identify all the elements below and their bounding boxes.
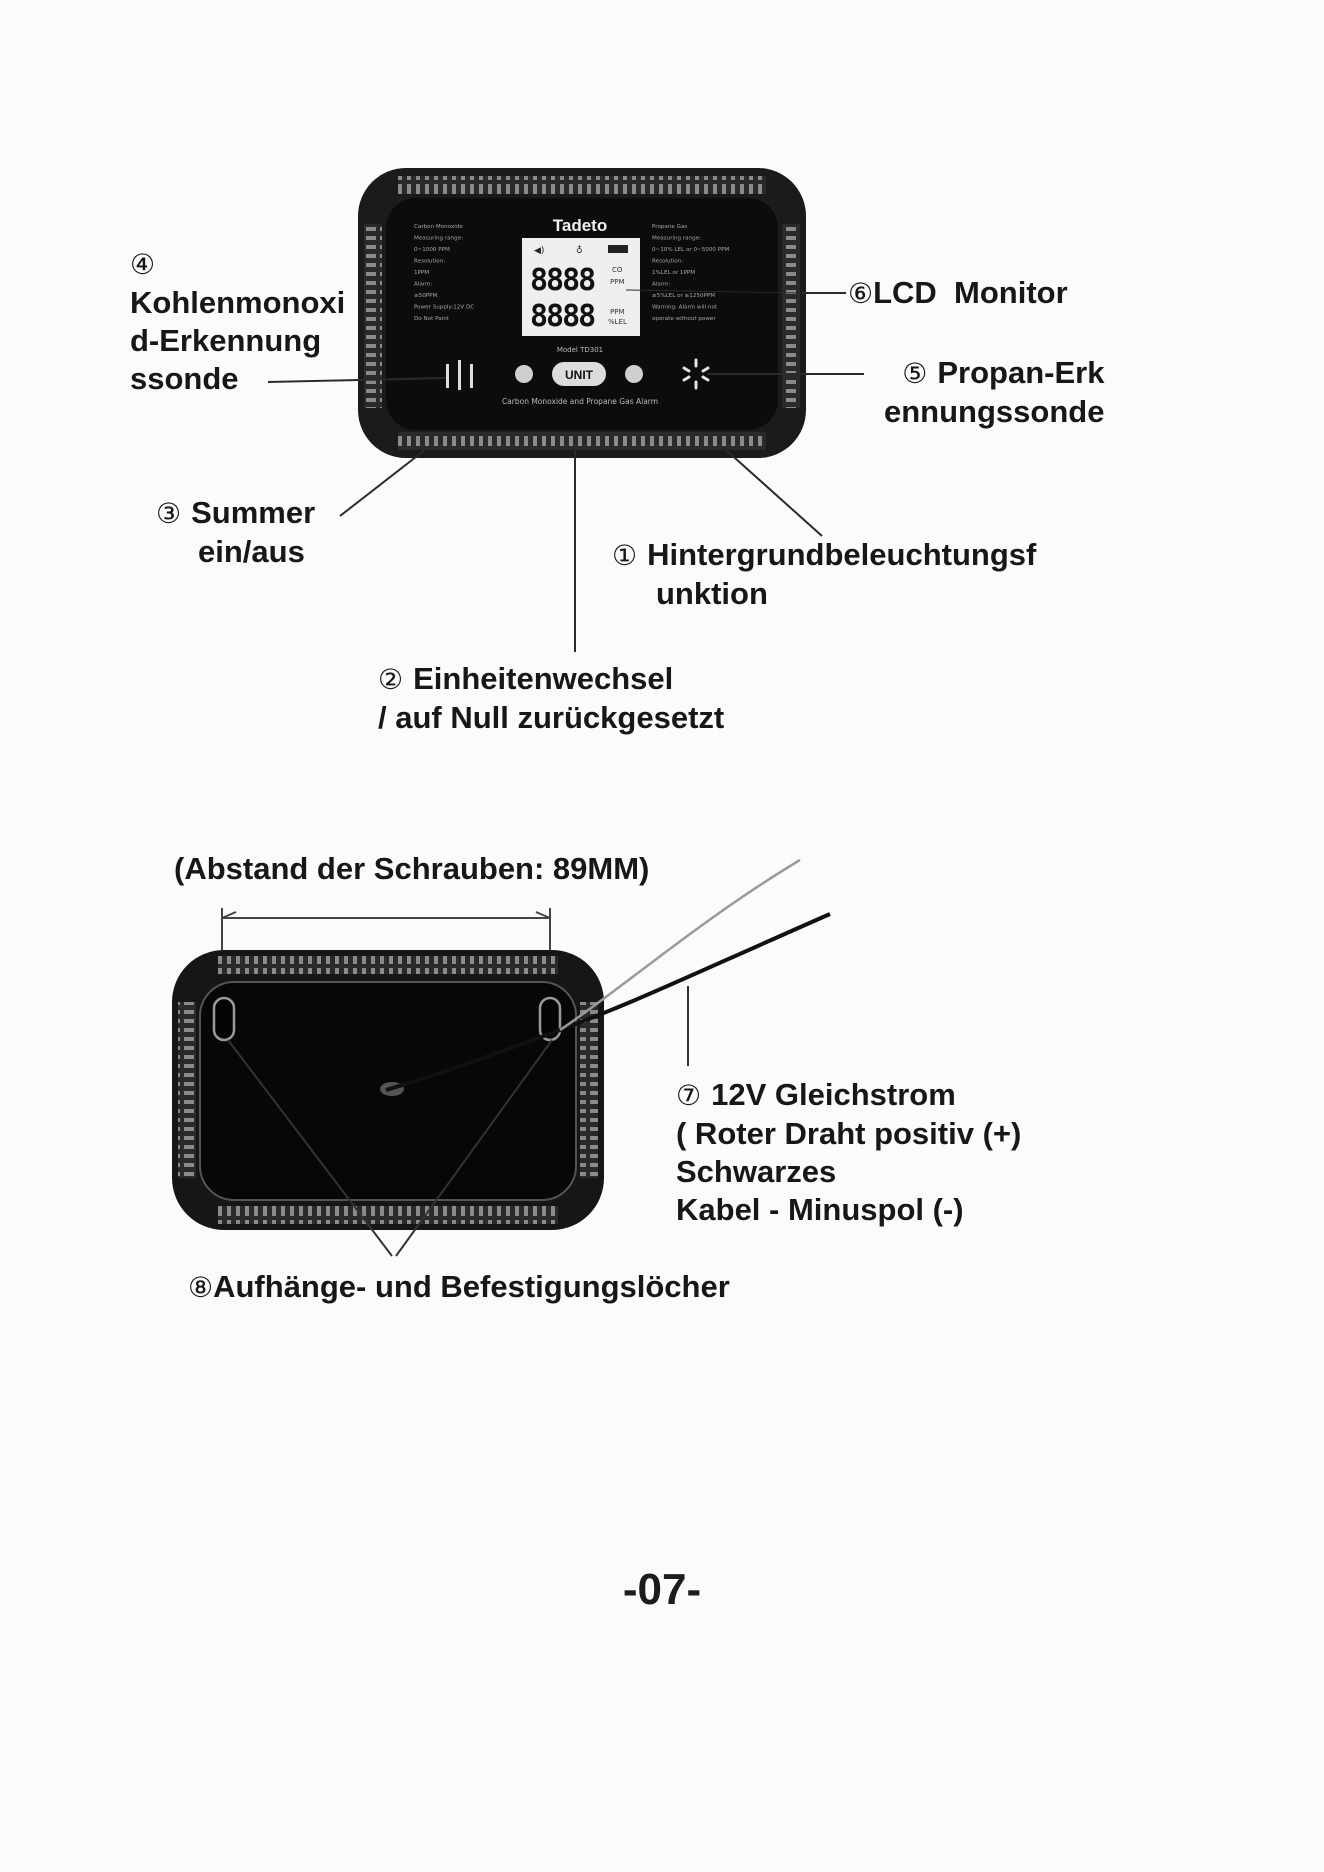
unit-button[interactable] <box>552 362 606 386</box>
unit-button-label: UNIT <box>565 368 594 382</box>
lcd-lel-label: %LEL <box>608 318 627 326</box>
spec-line: Resolution: <box>652 259 683 265</box>
co-probe <box>446 360 473 390</box>
callout-unit-switch: ② Einheitenwechsel / auf Null zurückgeset… <box>378 660 724 737</box>
callout-line: Einheitenwechsel <box>413 661 674 696</box>
front-device: Tadeto ◀) ♁ 8888 8888 CO PPM PPM %LEL Ca… <box>358 168 806 458</box>
callout-line: ennungssonde <box>884 394 1105 429</box>
callout-line: Kabel - Minuspol (-) <box>676 1192 964 1227</box>
back-vent-top <box>218 956 558 974</box>
backlight-button[interactable] <box>625 365 643 383</box>
callout-text: Aufhänge- und Befestigungslöcher <box>213 1269 730 1304</box>
callout-number: ② <box>378 663 404 696</box>
propane-probe <box>682 358 710 390</box>
lcd-ppm-label-top: PPM <box>610 278 624 286</box>
spec-line: Do Not Paint <box>414 316 450 322</box>
spec-line: 1%LEL or 1PPM <box>652 270 695 276</box>
model-label: Model TD301 <box>557 346 603 354</box>
callout-line: Propan-Erk <box>937 355 1105 390</box>
callout-buzzer: ③ Summer ein/aus <box>156 494 315 571</box>
spec-line: Alarm: <box>652 282 670 288</box>
lcd-battery-icon <box>608 245 628 253</box>
lcd-speaker-icon: ◀) <box>534 246 544 256</box>
callout-line: ssonde <box>130 361 239 396</box>
black-wire <box>385 912 831 1092</box>
lcd-bulb-icon: ♁ <box>576 245 583 256</box>
spec-line: Carbon Monoxide <box>414 224 463 230</box>
spec-line: Measuring range: <box>652 236 701 242</box>
back-device <box>172 858 831 1230</box>
callout-line: Summer <box>191 495 316 530</box>
front-vent-left <box>364 224 382 408</box>
callout-line: ( Roter Draht positiv (+) <box>676 1116 1022 1151</box>
leader-backlight <box>725 449 823 537</box>
spec-line: Alarm: <box>414 282 432 288</box>
back-vent-right <box>580 1002 598 1178</box>
callout-number: ⑤ <box>902 357 928 390</box>
callout-lcd-monitor: ⑥LCD Monitor <box>848 274 1068 313</box>
leader-hole-right <box>395 1039 553 1257</box>
lcd-co-label: CO <box>612 266 623 274</box>
lcd-digits-bottom: 8888 <box>530 299 595 334</box>
spec-line: 1PPM <box>414 270 429 276</box>
callout-line: Hintergrundbeleuchtungsf <box>647 537 1037 572</box>
buzzer-button[interactable] <box>515 365 533 383</box>
front-vent-right <box>782 224 800 408</box>
callout-line: Schwarzes <box>676 1154 837 1189</box>
spec-line: ≥50PPM <box>414 293 438 299</box>
callout-number: ① <box>612 539 638 572</box>
callout-backlight: ① Hintergrundbeleuchtungsf unktion <box>612 536 1036 613</box>
spec-line: Measuring range: <box>414 236 463 242</box>
leader-summer <box>339 445 431 517</box>
lcd-ppm-label-bottom: PPM <box>610 308 624 316</box>
callout-number: ⑥ <box>848 277 874 310</box>
callout-line: ein/aus <box>198 534 305 569</box>
callout-co-probe: ④ Kohlenmonoxi d-Erkennung ssonde <box>130 246 345 398</box>
leader-lcd-inner <box>625 289 803 294</box>
front-vent-bottom <box>398 432 766 450</box>
back-leader-lines <box>227 986 689 1257</box>
spec-line: Warning: Alarm will not <box>652 305 718 311</box>
callout-mounting-holes: ⑧Aufhänge- und Befestigungslöcher <box>188 1268 730 1307</box>
callout-line: / auf Null zurückgesetzt <box>378 700 725 735</box>
spec-line: 0~10% LEL or 0~5000 PPM <box>652 247 730 253</box>
leader-hole-left <box>227 1039 393 1257</box>
spec-line: operate without power <box>652 316 716 322</box>
front-leader-lines <box>267 289 864 652</box>
callout-number: ⑦ <box>676 1079 702 1112</box>
callout-number: ③ <box>156 497 182 530</box>
back-vent-left <box>178 1002 196 1178</box>
lcd-digits-top: 8888 <box>530 263 595 298</box>
back-vent-bottom <box>218 1206 558 1224</box>
device-footer-label: Carbon Monoxide and Propane Gas Alarm <box>502 397 658 406</box>
mounting-hole-left <box>212 996 236 1042</box>
red-wire <box>559 858 801 1032</box>
spec-line: Resolution: <box>414 259 445 265</box>
callout-line: d-Erkennung <box>130 323 322 358</box>
callout-propane-probe: ⑤ Propan-Erk ennungssonde <box>866 354 1104 431</box>
page-number: -07- <box>622 1565 702 1614</box>
callout-text: LCD Monitor <box>873 275 1068 310</box>
leader-co-probe <box>267 377 447 383</box>
brand-label: Tadeto <box>553 216 607 235</box>
spec-line: ≥5%LEL or ≥1250PPM <box>652 293 715 299</box>
callout-line: 12V Gleichstrom <box>711 1077 956 1112</box>
callout-power: ⑦ 12V Gleichstrom ( Roter Draht positiv (… <box>676 1076 1021 1229</box>
callout-line: unktion <box>656 576 768 611</box>
callout-number: ④ <box>130 248 156 281</box>
front-vent-top <box>398 176 766 194</box>
screw-spacing-label: (Abstand der Schrauben: 89MM) <box>174 851 650 886</box>
spec-line: Power Supply:12V DC <box>414 305 474 311</box>
lcd-screen <box>522 238 640 336</box>
spec-line: 0~1000 PPM <box>414 247 450 253</box>
callout-number: ⑧ <box>188 1271 214 1304</box>
spec-line: Propane Gas <box>652 224 687 230</box>
callout-line: Kohlenmonoxi <box>130 285 346 320</box>
